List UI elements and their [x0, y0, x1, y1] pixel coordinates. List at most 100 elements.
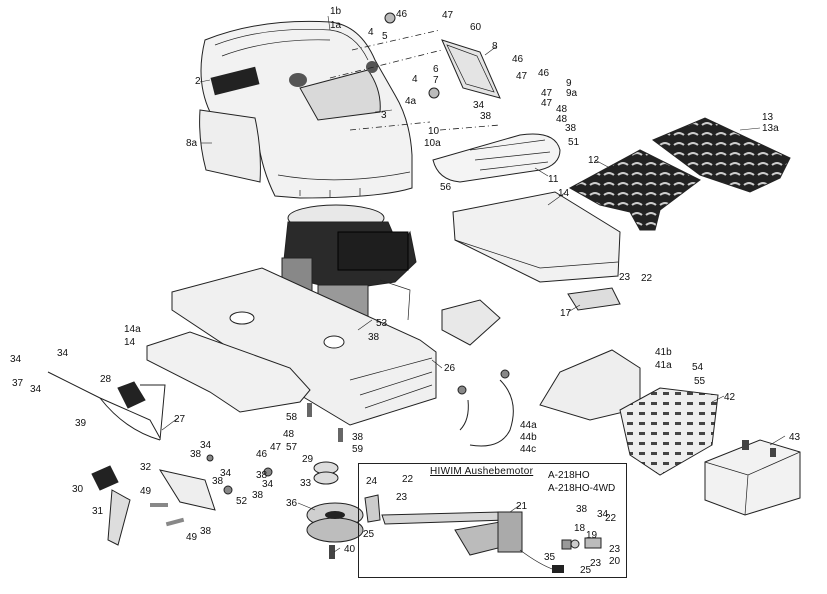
callout: 8a	[186, 138, 198, 149]
callout: 5	[382, 31, 388, 42]
callout: 30	[72, 484, 84, 495]
callout: 28	[100, 374, 112, 385]
callout: 47	[541, 98, 553, 109]
callout: 6	[433, 64, 439, 75]
callout: 42	[724, 392, 736, 403]
callout: 47	[516, 71, 528, 82]
callout: 47	[541, 88, 553, 99]
callout: 13	[762, 112, 774, 123]
callout: 46	[256, 449, 268, 460]
hood	[200, 20, 413, 199]
callout: 17	[560, 308, 572, 319]
callout: 1a	[330, 20, 342, 31]
callout: 38	[190, 449, 202, 460]
left-headlight	[289, 73, 307, 87]
callout: 52	[236, 496, 248, 507]
callout: 41b	[655, 347, 672, 358]
actuator-drawing	[364, 494, 602, 573]
callout: 34	[200, 440, 212, 451]
footrest-plate-lower	[146, 331, 311, 413]
callout: 10a	[424, 138, 441, 149]
callout: 53	[376, 318, 388, 329]
callout: 22	[641, 273, 653, 284]
callout: 25	[580, 565, 592, 576]
callout: 38	[352, 432, 364, 443]
callout: 46	[512, 54, 524, 65]
callout: 37	[12, 378, 24, 389]
callout: 38	[256, 470, 268, 481]
callout: 38	[565, 123, 577, 134]
lift-handle	[117, 381, 146, 409]
mounting-plate	[158, 469, 216, 511]
grille	[441, 39, 501, 99]
callout: 51	[568, 137, 580, 148]
model-label: A-218HO-4WD	[548, 483, 616, 494]
hose	[469, 379, 514, 447]
callout: 9	[566, 78, 572, 89]
bolt	[329, 545, 335, 559]
callout: 29	[302, 454, 314, 465]
callout: 7	[433, 75, 439, 86]
callout: 14	[558, 188, 570, 199]
callout: 57	[286, 442, 298, 453]
callout: 47	[270, 442, 282, 453]
lift-rod	[47, 371, 161, 439]
footrest-plate-upper	[452, 191, 621, 283]
pedal-pad	[91, 465, 119, 491]
callout: 35	[544, 552, 556, 563]
floor-mat-right	[652, 117, 791, 193]
right-headlight	[366, 61, 378, 73]
callout: 12	[588, 155, 600, 166]
floor-mat-left	[568, 149, 701, 231]
callout: 48	[283, 429, 295, 440]
callout: 25	[363, 529, 375, 540]
callout: 19	[586, 530, 598, 541]
callout: 34	[597, 509, 609, 520]
callout: 26	[444, 363, 456, 374]
callout: 3	[381, 110, 387, 121]
callout: 10	[428, 126, 440, 137]
callout: 22	[605, 513, 617, 524]
bracket	[567, 287, 621, 311]
leader-lines	[161, 15, 786, 553]
callout: 38	[480, 111, 492, 122]
callout: 60	[470, 22, 482, 33]
callout: 23	[609, 544, 621, 555]
callout: 13a	[762, 123, 779, 134]
side-panel	[199, 109, 261, 183]
callout: 20	[609, 556, 621, 567]
clutch-pulley	[306, 502, 364, 543]
pedal-arm	[107, 489, 131, 546]
callout: 44c	[520, 444, 536, 455]
callout: 33	[300, 478, 312, 489]
callout: 4	[368, 27, 374, 38]
callout: 34	[30, 384, 42, 395]
callout: 22	[402, 474, 414, 485]
callout: 14	[124, 337, 136, 348]
callout: 18	[574, 523, 586, 534]
callout: 54	[692, 362, 704, 373]
callout: 34	[262, 479, 274, 490]
callout-labels: 1b 1a 46 47 60 4 5 8 2 4 6 7 46 47 46 9 …	[10, 6, 801, 576]
callout: 49	[140, 486, 152, 497]
callout: 44a	[520, 420, 537, 431]
callout: 9a	[566, 88, 578, 99]
callout: 40	[344, 544, 356, 555]
channel-bracket	[441, 299, 501, 346]
callout: 38	[252, 490, 264, 501]
callout: 44b	[520, 432, 537, 443]
callout: 48	[556, 104, 568, 115]
callout: 2	[195, 76, 201, 87]
inset-title: HIWIM Aushebemotor	[430, 466, 534, 477]
callout: 31	[92, 506, 104, 517]
callout: 24	[366, 476, 378, 487]
rear-grille	[619, 387, 719, 476]
callout: 4a	[405, 96, 417, 107]
callout: 1b	[330, 6, 342, 17]
callout: 8	[492, 41, 498, 52]
callout: 34	[57, 348, 69, 359]
callout: 38	[200, 526, 212, 537]
small-hardware	[150, 12, 510, 527]
